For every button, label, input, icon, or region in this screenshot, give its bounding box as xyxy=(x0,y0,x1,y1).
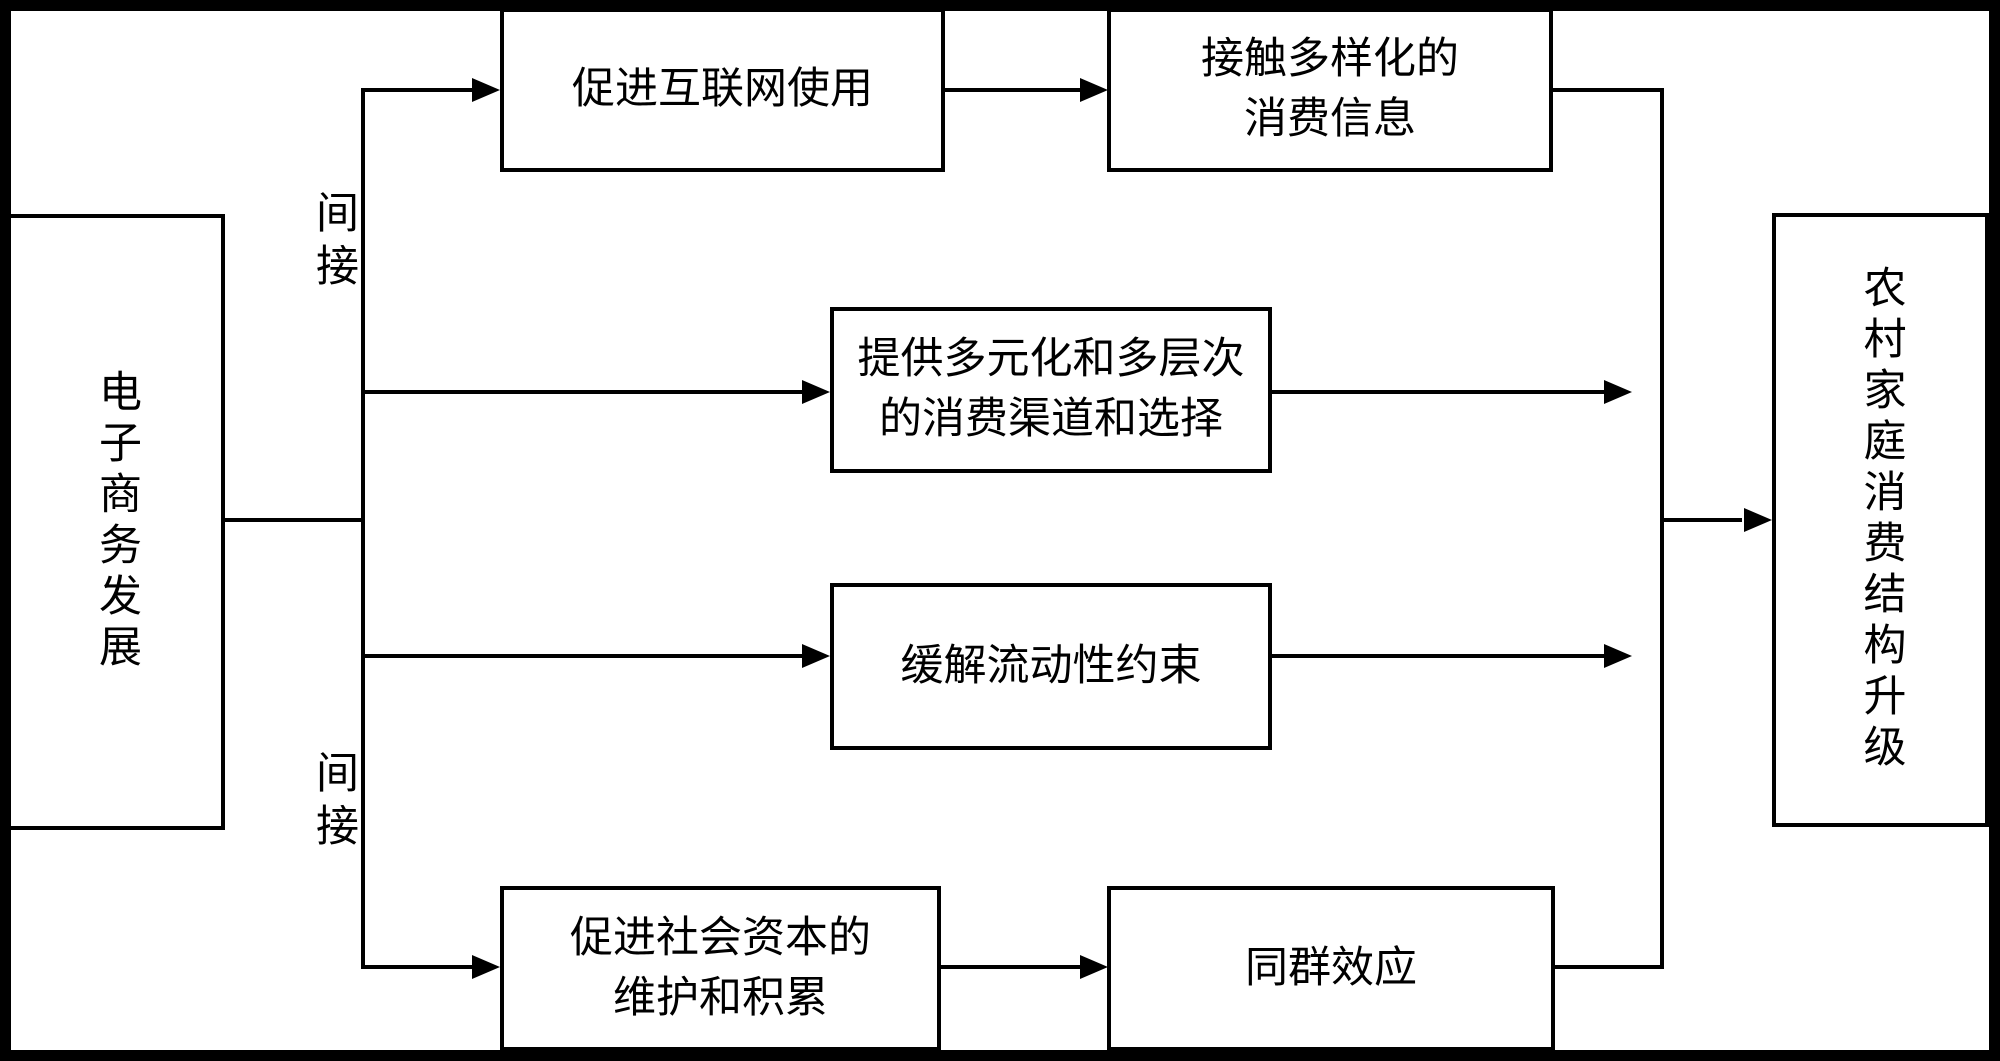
connector-collector-vertical xyxy=(1660,88,1664,969)
connector-branch-vertical xyxy=(361,88,365,969)
node-ecommerce-label: 电子商务发展 xyxy=(92,369,140,675)
arrowhead-peer-effect xyxy=(1080,955,1108,979)
connector-internet-to-info xyxy=(945,88,1080,92)
node-upgrade: 农村家庭消费结构升级 xyxy=(1772,213,1989,827)
arrowhead-social-capital xyxy=(472,955,500,979)
connector-info-to-collector xyxy=(1553,88,1664,92)
node-channels-label: 提供多元化和多层次 的消费渠道和选择 xyxy=(857,336,1245,443)
edge-label-indirect-top-text: 间接 xyxy=(309,190,357,296)
arrowhead-liquidity-out xyxy=(1604,644,1632,668)
node-social-capital-label: 促进社会资本的 维护和积累 xyxy=(570,914,871,1022)
connector-channels-out xyxy=(1272,390,1604,394)
arrowhead-liquidity xyxy=(802,644,830,668)
connector-social-to-peer xyxy=(941,965,1080,969)
node-social-capital: 促进社会资本的 维护和积累 xyxy=(500,886,941,1051)
node-consumption-info: 接触多样化的 消费信息 xyxy=(1107,8,1553,172)
node-liquidity-label: 缓解流动性约束 xyxy=(900,642,1202,690)
node-consumption-info-label: 接触多样化的 消费信息 xyxy=(1201,36,1459,143)
connector-ecommerce-stub xyxy=(225,518,363,522)
arrowhead-channels xyxy=(802,380,830,404)
arrowhead-upgrade xyxy=(1744,508,1772,532)
node-upgrade-label: 农村家庭消费结构升级 xyxy=(1857,265,1904,775)
edge-label-indirect-top: 间接 xyxy=(309,190,357,300)
node-liquidity: 缓解流动性约束 xyxy=(830,583,1272,750)
node-ecommerce: 电子商务发展 xyxy=(7,214,225,830)
node-internet-use-label: 促进互联网使用 xyxy=(572,66,873,113)
connector-to-upgrade xyxy=(1662,518,1742,522)
connector-peer-to-collector xyxy=(1555,965,1664,969)
arrowhead-channels-out xyxy=(1604,380,1632,404)
edge-label-indirect-bottom: 间接 xyxy=(309,750,357,860)
connector-to-liquidity xyxy=(361,654,802,658)
connector-liquidity-out xyxy=(1272,654,1604,658)
connector-to-internet-use xyxy=(361,88,472,92)
arrowhead-internet-use xyxy=(472,78,500,102)
node-internet-use: 促进互联网使用 xyxy=(500,8,945,172)
node-peer-effect-label: 同群效应 xyxy=(1245,944,1417,992)
arrowhead-consumption-info xyxy=(1080,78,1108,102)
node-channels: 提供多元化和多层次 的消费渠道和选择 xyxy=(830,307,1272,473)
connector-to-channels xyxy=(361,390,802,394)
connector-to-social-capital xyxy=(361,965,472,969)
edge-label-indirect-bottom-text: 间接 xyxy=(309,750,357,856)
node-peer-effect: 同群效应 xyxy=(1107,886,1555,1051)
